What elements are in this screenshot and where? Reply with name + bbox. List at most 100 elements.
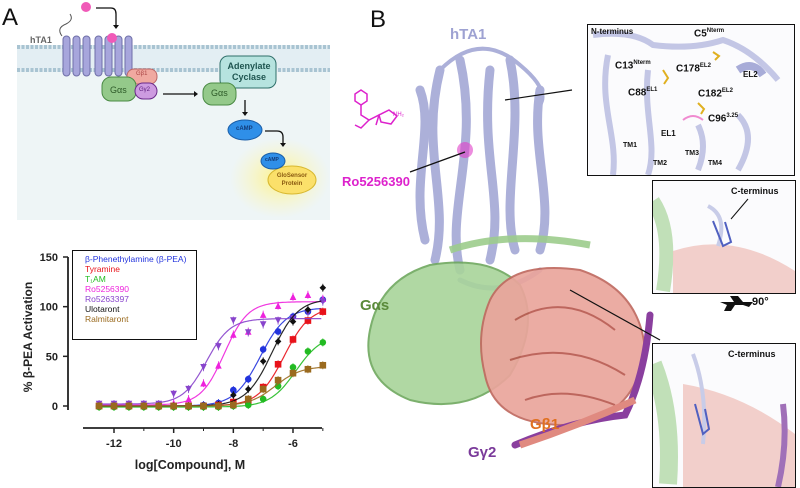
bound-ligand-icon <box>107 33 117 43</box>
data-point <box>304 306 312 313</box>
receptor-label: hTA1 <box>30 35 52 45</box>
data-point <box>304 291 312 299</box>
data-point <box>259 311 267 318</box>
camp-label: cAMP <box>236 126 253 132</box>
y-tick-label: 0 <box>52 401 58 413</box>
panel-b-letter: B <box>370 6 387 33</box>
legend-entry: Ralmitaront <box>85 314 129 324</box>
fit-curve-3 <box>96 301 322 406</box>
y-tick-label: 150 <box>40 252 58 264</box>
receptor-icon <box>59 13 133 77</box>
fit-curve-2 <box>96 342 322 408</box>
data-point <box>244 395 252 403</box>
data-point <box>289 369 297 377</box>
c5-label: C5Nterm <box>694 28 725 40</box>
data-point <box>185 395 192 403</box>
data-point <box>215 402 222 410</box>
x-tick-label: -6 <box>288 438 298 450</box>
data-point <box>274 328 282 335</box>
data-point <box>259 395 267 403</box>
data-point <box>230 331 237 338</box>
data-point <box>289 363 297 371</box>
data-point <box>200 379 207 387</box>
signaling-schematic <box>17 2 330 220</box>
htaa1-receptor-ribbon <box>415 46 550 291</box>
fit-curve-6 <box>96 366 322 407</box>
c182-label: C182EL2 <box>698 88 733 100</box>
gbeta-nterm-helix <box>518 396 637 449</box>
camp-icon <box>227 119 263 141</box>
x-tick-label: -8 <box>228 438 238 450</box>
el2-label: EL2 <box>743 70 758 79</box>
data-point <box>215 343 222 350</box>
binding-arrow <box>96 7 117 26</box>
data-point <box>319 298 327 305</box>
data-point <box>274 376 282 384</box>
data-point <box>319 284 327 292</box>
data-point <box>125 402 133 410</box>
data-point <box>304 365 312 373</box>
x-axis-label: log[Compound], M <box>134 458 246 472</box>
n-terminus-label: N-terminus <box>591 27 634 36</box>
sensor-arrow <box>280 143 286 147</box>
el1-label: EL1 <box>661 129 676 138</box>
camp-arrow <box>242 112 248 116</box>
gbeta-ribbon <box>480 267 647 427</box>
legend-entry: T₁AM <box>85 274 106 284</box>
data-point <box>230 401 237 409</box>
rotate-icon <box>720 296 753 311</box>
y-tick-label: 50 <box>46 351 58 363</box>
inset-c-terminus-side: C-terminus <box>652 180 796 294</box>
data-point <box>140 402 148 410</box>
gbeta-label: Gβ1 <box>136 71 148 77</box>
ligand-amine-label: NH₂ <box>393 112 404 118</box>
data-point <box>200 363 207 371</box>
data-point <box>304 348 312 355</box>
galpha-label: Gαs <box>110 85 127 95</box>
legend-entry: Ro5256390 <box>85 284 129 294</box>
data-point <box>244 401 252 409</box>
data-point <box>185 385 192 393</box>
data-point <box>259 358 267 365</box>
y-axis-label: % β-PEA Activation <box>21 281 35 393</box>
data-point <box>244 375 252 383</box>
panel-a-letter: A <box>2 4 19 31</box>
data-point <box>259 346 267 353</box>
adenylate-cyclase-label: Adenylate Cyclase <box>227 61 271 82</box>
c-terminus-label-top: C-terminus <box>731 186 779 196</box>
inset-top-pointer <box>504 89 573 101</box>
ggamma-icon <box>134 82 158 100</box>
data-point <box>259 385 267 393</box>
data-point <box>319 308 327 315</box>
fit-curve-4 <box>96 318 322 405</box>
data-point <box>185 402 192 410</box>
data-point <box>259 321 267 328</box>
glosensor-label: GloSensor Protein <box>276 173 308 187</box>
c13-label: C13Nterm <box>615 60 651 72</box>
glosensor-icon <box>267 165 317 195</box>
x-tick-label: -12 <box>106 438 122 450</box>
c96-label: C963.25 <box>708 113 739 125</box>
data-point <box>170 390 177 398</box>
cryo-em-structure <box>354 46 753 449</box>
galpha-active-label: Gαs <box>211 88 228 98</box>
data-point <box>200 402 207 410</box>
c178-label: C178EL2 <box>676 63 711 75</box>
galpha-structure-label: Gαs <box>360 297 390 314</box>
tm1-label: TM1 <box>623 142 637 149</box>
x-tick-label: -10 <box>166 438 182 450</box>
data-point <box>215 361 222 369</box>
data-point <box>274 360 282 368</box>
data-point <box>95 402 103 410</box>
data-point <box>110 402 118 410</box>
ligand-density <box>457 142 473 158</box>
c88-label: C88EL1 <box>628 87 658 99</box>
data-point <box>230 391 237 399</box>
data-point <box>319 361 327 369</box>
ligand-structure <box>354 89 399 129</box>
data-point <box>244 385 252 393</box>
rotation-label: 90° <box>752 296 769 308</box>
data-point <box>274 317 282 324</box>
ligand-pointer <box>409 151 466 173</box>
camp-bound-icon <box>260 152 286 170</box>
